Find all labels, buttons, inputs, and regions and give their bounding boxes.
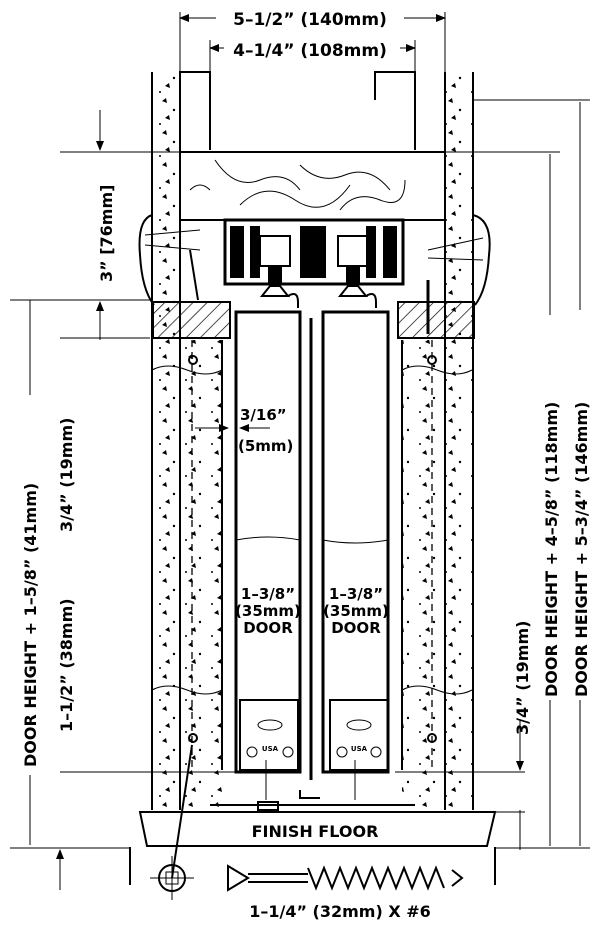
header-height-label: 3” [76mm] — [97, 185, 116, 282]
door-right-thickness-mm: (35mm) — [323, 602, 389, 620]
door-left-label: 1–3/8” (35mm) DOOR — [235, 585, 301, 637]
overall-width-dimension: 5–1/2” (140mm) — [179, 10, 446, 150]
header-height-dimension: 3” [76mm] — [60, 110, 180, 340]
bottom-left-label: 1–1/2” (38mm) — [57, 598, 76, 732]
guide-bracket-left: USA — [239, 699, 299, 800]
right-wall — [374, 71, 474, 810]
jamb-screws — [188, 355, 437, 743]
door-right — [309, 310, 390, 780]
door-height-right-2-label: DOOR HEIGHT + 5–3/4” (146mm) — [572, 402, 591, 697]
bracket-right-mark: USA — [351, 745, 368, 753]
left-wall — [151, 71, 223, 810]
door-right-thickness: 1–3/8” — [329, 585, 383, 603]
hatched-blocks — [152, 280, 475, 339]
top-left-dimension: 3/4” (19mm) 1–1/2” (38mm) — [57, 337, 236, 773]
door-height-left-label: DOOR HEIGHT + 1–5/8” (41mm) — [21, 483, 40, 767]
overall-width-label: 5–1/2” (140mm) — [233, 10, 387, 30]
inner-width-label: 4–1/4” (108mm) — [233, 41, 387, 61]
door-left-thickness-mm: (35mm) — [235, 602, 301, 620]
door-gap-label: 3/16” — [240, 406, 287, 424]
door-right-word: DOOR — [331, 619, 381, 637]
wood-header — [179, 151, 446, 221]
bottom-right-label: 3/4” (19mm) — [513, 621, 532, 735]
door-left — [234, 310, 302, 774]
inner-width-dimension: 4–1/4” (108mm) — [209, 40, 416, 150]
door-left-thickness: 1–3/8” — [241, 585, 295, 603]
finish-floor: FINISH FLOOR — [129, 811, 497, 885]
left-casing — [138, 214, 201, 306]
screw-detail: 1–1/4” (32mm) X #6 — [150, 744, 464, 921]
floor-guide — [210, 790, 415, 811]
bracket-left-mark: USA — [262, 745, 279, 753]
overhead-track — [223, 218, 405, 308]
finish-floor-label: FINISH FLOOR — [252, 822, 379, 841]
right-casing — [427, 214, 491, 306]
door-gap-dimension: 3/16” (5mm) — [195, 406, 293, 455]
door-height-right-1-label: DOOR HEIGHT + 4–5/8” (118mm) — [542, 402, 561, 697]
top-left-label: 3/4” (19mm) — [57, 418, 76, 532]
door-height-right-dimensions: DOOR HEIGHT + 4–5/8” (118mm) DOOR HEIGHT… — [445, 99, 591, 849]
door-height-left-dimension: DOOR HEIGHT + 1–5/8” (41mm) — [10, 299, 130, 890]
door-left-word: DOOR — [243, 619, 293, 637]
screw-label: 1–1/4” (32mm) X #6 — [249, 902, 431, 921]
bottom-right-dimension: 3/4” (19mm) — [395, 621, 532, 850]
guide-bracket-right: USA — [329, 699, 389, 800]
door-right-label: 1–3/8” (35mm) DOOR — [323, 585, 389, 637]
door-gap-mm-label: (5mm) — [238, 437, 293, 455]
